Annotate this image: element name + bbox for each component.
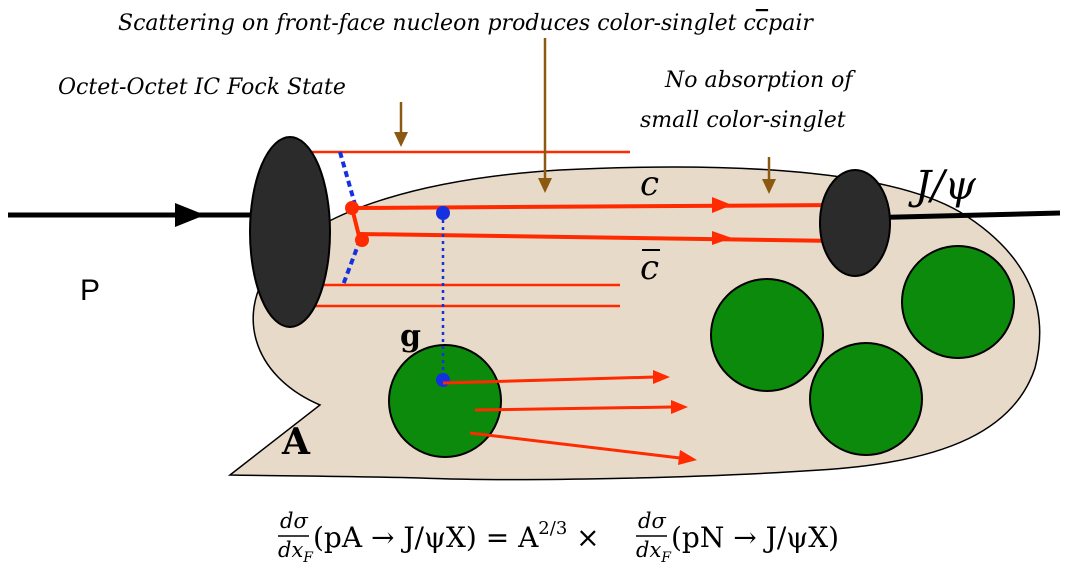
jpsi-line [859,210,1061,221]
fock-gluon-lower [341,239,362,286]
recoil-arrowhead-1 [653,370,670,384]
charm-vertex [345,201,359,215]
formula-lhs-numerator: dσ [280,509,308,533]
gluon-vertex-top [436,206,450,220]
jpsi-ellipse [819,169,891,277]
recoil-arrowhead-3 [678,450,697,465]
nucleon-3 [901,245,1015,359]
annotation-top: Scattering on front-face nucleon produce… [118,11,814,36]
recoil-line-1 [442,375,656,385]
label-gluon: g [400,319,421,354]
formula-rhs-process: (pN → J/ψX) [671,521,839,554]
formula-rhs-numerator: dσ [638,509,666,533]
label-charm: c [640,164,659,204]
fock-gluon-upper [338,151,358,209]
proton-arrowhead [175,203,205,227]
proton-ellipse [249,136,331,328]
anticharm-arrowhead [712,231,732,245]
label-proton: P [80,274,100,307]
nucleon-4 [809,342,923,456]
annotation-right-line2: small color-singlet [640,108,846,133]
label-anticharm: c [640,248,659,288]
nucleon-2 [710,278,824,392]
anticharm-vertex [355,233,369,247]
pointer-top-head [538,178,552,193]
recoil-line-3 [469,431,681,460]
gluon-vertex-bottom [436,373,450,387]
pointer-left-head [394,132,408,147]
label-nucleus: A [281,421,311,463]
annotation-right-line1: No absorption of [664,68,856,93]
pointer-right-head [762,179,776,194]
charm-quark-line [351,203,843,210]
recoil-line-2 [474,405,673,412]
formula-lhs-process: (pA → J/ψX) = A2/3 × [313,518,600,554]
annotation-left: Octet-Octet IC Fock State [58,75,346,100]
label-jpsi: J/ψ [908,163,977,209]
cross-section-formula: dσ dxF (pA → J/ψX) = A2/3 × dσ dxF (pN →… [278,509,839,566]
nucleon-struck [388,344,502,458]
formula-rhs-denominator: dxF [636,538,672,566]
anticharm-quark-line [359,232,839,243]
charm-arrowhead [712,197,732,213]
formula-lhs-denominator: dxF [278,538,314,566]
recoil-arrowhead-2 [671,400,688,414]
